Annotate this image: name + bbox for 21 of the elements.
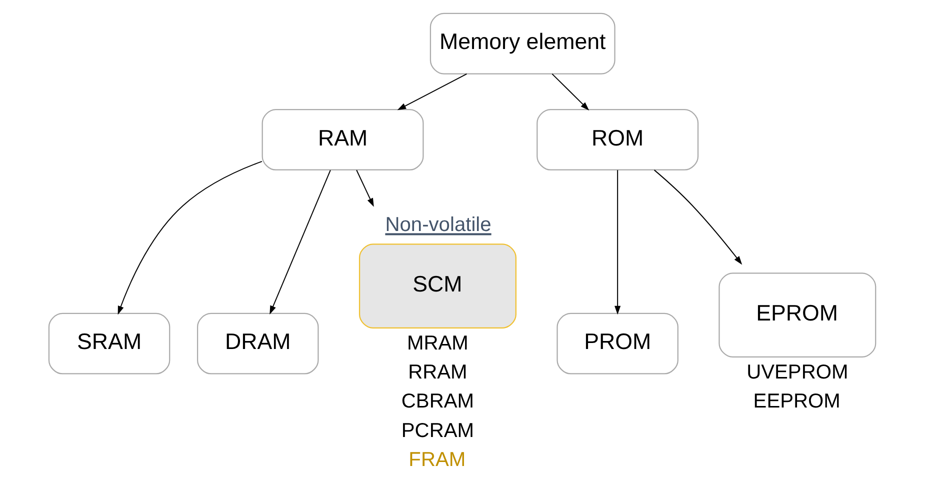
node-label: RRAM: [408, 361, 468, 384]
node-label: EEPROM: [753, 390, 840, 412]
arrow: [356, 169, 374, 206]
node-box: ROM: [536, 108, 699, 170]
arrow: [118, 160, 262, 314]
node-label: MRAM: [407, 332, 468, 354]
node-box: Memory element: [430, 12, 616, 74]
node-box: DRAM: [196, 312, 319, 374]
node-label: Non-volatile: [385, 214, 492, 236]
node-label: CBRAM: [401, 390, 474, 412]
node-label: PCRAM: [401, 419, 474, 442]
node-label: UVEPROM: [746, 361, 848, 384]
arrow: [270, 169, 331, 314]
node-box: RAM: [262, 108, 424, 170]
node-box: PROM: [556, 312, 678, 374]
node-label: FRAM: [408, 448, 466, 470]
arrow: [654, 169, 742, 264]
arrow: [397, 72, 467, 110]
arrow: [614, 170, 621, 314]
node-box: SRAM: [48, 312, 170, 374]
arrow: [552, 73, 590, 110]
